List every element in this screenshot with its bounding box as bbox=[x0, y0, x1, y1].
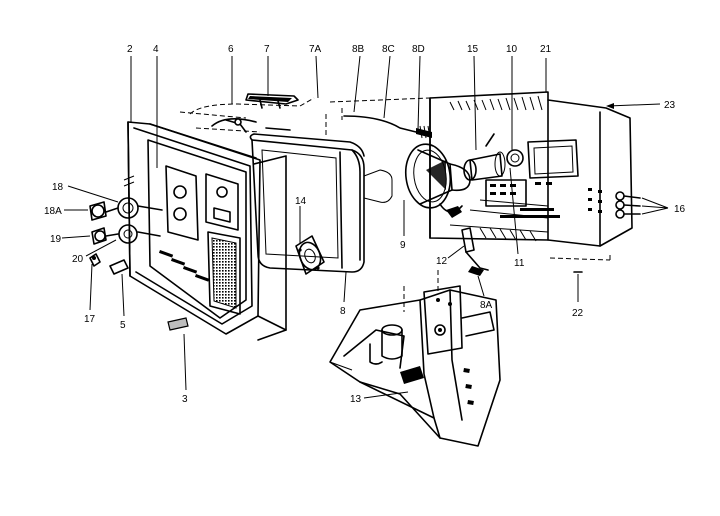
speaker bbox=[295, 235, 325, 275]
label-16: 16 bbox=[674, 204, 686, 215]
label-11: 11 bbox=[514, 258, 525, 269]
label-9: 9 bbox=[400, 240, 406, 251]
label-8A: 8A bbox=[480, 300, 493, 311]
label-18: 18 bbox=[52, 182, 64, 193]
bracket-12 bbox=[461, 227, 489, 276]
label-20: 20 bbox=[72, 254, 84, 265]
label-10: 10 bbox=[506, 44, 518, 55]
top-hardware bbox=[189, 93, 315, 133]
label-19: 19 bbox=[50, 234, 62, 245]
label-15: 15 bbox=[467, 44, 479, 55]
label-3: 3 bbox=[182, 394, 188, 405]
label-8D: 8D bbox=[412, 44, 425, 55]
label-8: 8 bbox=[340, 306, 346, 317]
label-23: 23 bbox=[664, 100, 676, 111]
label-6: 6 bbox=[228, 44, 234, 55]
label-14: 14 bbox=[295, 196, 307, 207]
wire-leads bbox=[325, 97, 432, 139]
label-4: 4 bbox=[153, 44, 159, 55]
label-5: 5 bbox=[120, 320, 126, 331]
label-8B: 8B bbox=[352, 44, 365, 55]
front-cabinet bbox=[117, 121, 287, 341]
label-8C: 8C bbox=[382, 44, 395, 55]
leader-lines bbox=[61, 55, 547, 399]
label-21: 21 bbox=[540, 44, 552, 55]
label-2: 2 bbox=[127, 44, 133, 55]
picture-tube bbox=[179, 111, 393, 273]
label-7: 7 bbox=[264, 44, 270, 55]
label-7A: 7A bbox=[309, 44, 322, 55]
screws-16 bbox=[615, 191, 669, 219]
deflection-yoke bbox=[404, 143, 471, 218]
label-18A: 18A bbox=[44, 206, 62, 217]
callout-labels: 2 3 4 5 6 7 7A 8 8A 8B 8C 8D 9 10 11 12 … bbox=[44, 44, 686, 405]
chassis bbox=[329, 270, 501, 447]
screw-23 bbox=[606, 103, 661, 109]
neck-components bbox=[463, 133, 506, 181]
label-22: 22 bbox=[572, 308, 584, 319]
label-17: 17 bbox=[84, 314, 96, 325]
label-13: 13 bbox=[350, 394, 362, 405]
screw-22 bbox=[549, 252, 611, 302]
small-parts bbox=[89, 253, 189, 331]
back-cabinet bbox=[429, 91, 633, 247]
label-12: 12 bbox=[436, 256, 448, 267]
knobs-left bbox=[89, 201, 119, 245]
